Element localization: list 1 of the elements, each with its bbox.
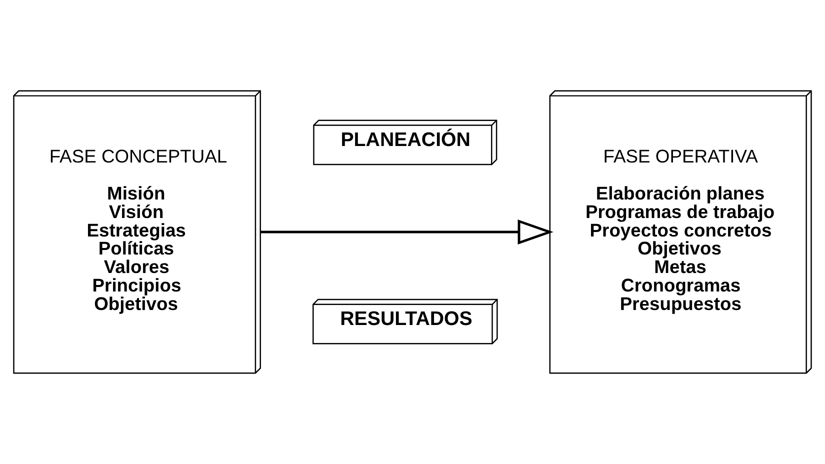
arrow [260, 220, 554, 244]
